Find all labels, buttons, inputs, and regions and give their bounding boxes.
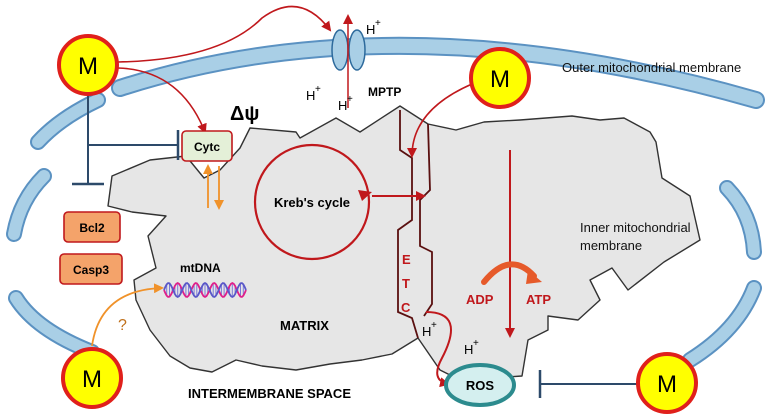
svg-text:+: + (431, 320, 437, 331)
atp-label: ATP (526, 292, 551, 307)
m-node-bottom-left (61, 347, 123, 409)
svg-text:+: + (347, 94, 353, 105)
crista-line-right (419, 123, 433, 317)
mptp-channel (331, 29, 366, 71)
svg-text:+: + (375, 18, 381, 29)
cytc-label: Cytc (194, 140, 220, 154)
ros-label: ROS (466, 378, 495, 393)
h-plus-etc: H + (422, 320, 437, 339)
m1-to-mptp-arrow (117, 5, 332, 63)
etc-letter-c: C (401, 300, 411, 315)
mtdna-label: mtDNA (180, 261, 221, 275)
svg-text:H: H (422, 324, 431, 339)
casp3-box (59, 253, 123, 285)
m-label-bottom-left: M (82, 366, 102, 393)
svg-text:H: H (464, 342, 473, 357)
mtdna-strand (163, 281, 247, 299)
hplus-to-ros-arrow (425, 311, 452, 388)
outer-membrane (6, 36, 765, 368)
crista-line-left (397, 110, 419, 339)
h-plus-top: H + (366, 18, 381, 37)
m-node-bottom-right (636, 352, 698, 414)
svg-text:+: + (315, 84, 321, 95)
svg-text:H: H (338, 98, 347, 113)
krebs-cycle-circle (253, 143, 371, 261)
svg-text:+: + (473, 338, 479, 349)
inner-membrane-matrix (107, 105, 701, 381)
h-plus-bottom: H + (338, 94, 353, 113)
outer-membrane-label: Outer mitochondrial membrane (562, 60, 741, 75)
m1-to-cytc-arrow (117, 67, 207, 134)
casp3-label: Casp3 (73, 263, 109, 277)
m-label-top-right: M (490, 66, 510, 93)
mtdna-helix (163, 281, 247, 299)
svg-text:H: H (306, 88, 315, 103)
krebs-cycle-label: Kreb's cycle (274, 195, 350, 210)
adp-label: ADP (466, 292, 494, 307)
intermembrane-space-label: INTERMEMBRANE SPACE (188, 386, 351, 401)
h-plus-matrix-edge: H + (464, 338, 479, 357)
etc-letter-e: E (402, 252, 411, 267)
mptp-label: MPTP (368, 85, 401, 99)
m3-to-mtdna-arrow (91, 283, 164, 347)
m-node-top-right (469, 47, 531, 109)
m-label-bottom-right: M (657, 371, 677, 398)
etc-letter-t: T (402, 276, 410, 291)
svg-text:H: H (366, 22, 375, 37)
inner-membrane-label-line1: Inner mitochondrial (580, 220, 691, 235)
m-label-top-left: M (78, 53, 98, 80)
h-plus-left: H + (306, 84, 321, 103)
bcl2-label: Bcl2 (79, 221, 105, 235)
question-mark: ? (118, 317, 127, 334)
bcl2-box (63, 211, 121, 243)
m-node-top-left (57, 34, 119, 96)
delta-psi-label: Δψ (230, 103, 259, 125)
m2-to-etc-arrow (407, 83, 473, 158)
cytc-box (181, 130, 233, 162)
mtdna-strand (163, 281, 247, 299)
inner-membrane-label-line2: membrane (580, 238, 642, 253)
matrix-label: MATRIX (280, 318, 329, 333)
ros-ellipse (444, 363, 516, 407)
